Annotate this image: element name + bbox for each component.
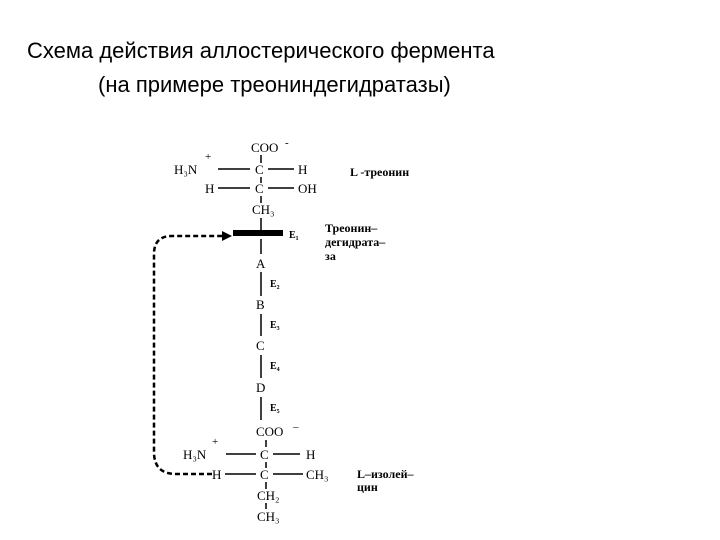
threonine-coo-charge: - xyxy=(285,137,289,149)
threonine-h-right: H xyxy=(298,162,307,177)
intermediate-d: D xyxy=(256,380,265,395)
threonine-h3n: H₃N xyxy=(174,162,198,177)
isoleucine-structure: COO – + H₃N C H H C CH₃ L–изолей– цин CH… xyxy=(183,421,414,524)
threonine-ch3: CH₃ xyxy=(252,202,275,217)
isoleucine-ch2: CH₂ xyxy=(257,488,280,503)
threonine-coo: COO xyxy=(251,140,278,155)
isoleucine-h3n: H₃N xyxy=(183,447,207,462)
threonine-name: L -треонин xyxy=(350,165,409,179)
enzyme-e1-label: E₁ xyxy=(289,230,299,241)
enzyme-e2-label: E₂ xyxy=(270,279,280,290)
isoleucine-name-line2: цин xyxy=(357,480,378,494)
intermediate-c: C xyxy=(256,338,265,353)
threonine-c-beta: C xyxy=(255,181,264,196)
threonine-h-left: H xyxy=(205,181,214,196)
slide-title-line-2: (на примере треониндегидратазы) xyxy=(98,72,451,97)
enzyme-e1-name-line1: Треонин– xyxy=(325,221,378,235)
enzyme-e3-label: E₃ xyxy=(270,320,280,331)
slide-title-line-1: Схема действия аллостерического фермента xyxy=(27,38,495,63)
enzyme-e1-name-line2: дегидрата– xyxy=(325,235,386,249)
isoleucine-h-left: H xyxy=(212,467,221,482)
isoleucine-name-line1: L–изолей– xyxy=(357,467,414,481)
isoleucine-coo-charge: – xyxy=(292,421,299,433)
enzyme-e1-name-line3: за xyxy=(325,249,336,263)
threonine-structure: COO - + H₃N C H L -треонин H C OH CH₃ xyxy=(174,137,409,217)
isoleucine-c-alpha: C xyxy=(260,447,269,462)
enzyme-e4-label: E₄ xyxy=(270,361,280,372)
feedback-inhibition-loop xyxy=(152,234,224,476)
isoleucine-c-beta: C xyxy=(260,467,269,482)
isoleucine-h-right: H xyxy=(306,447,315,462)
isoleucine-ch3-right: CH₃ xyxy=(306,467,329,482)
isoleucine-ch3-bottom: CH₃ xyxy=(257,509,280,524)
inhibition-bar xyxy=(233,230,283,236)
intermediate-a: A xyxy=(256,256,266,271)
feedback-arrowhead-icon xyxy=(222,231,232,241)
intermediate-b: B xyxy=(256,297,265,312)
threonine-c-alpha: C xyxy=(255,162,264,177)
threonine-oh: OH xyxy=(298,181,317,196)
isoleucine-coo: COO xyxy=(256,424,283,439)
threonine-nh3-charge: + xyxy=(205,151,211,163)
enzyme-e5-label: E₅ xyxy=(270,403,280,414)
isoleucine-nh3-charge: + xyxy=(212,436,218,448)
